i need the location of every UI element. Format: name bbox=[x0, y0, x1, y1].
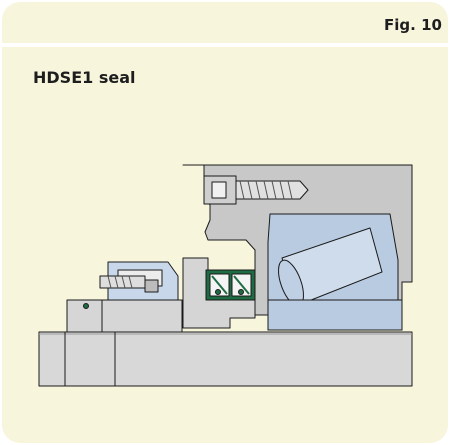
bearing-inner-ring bbox=[267, 299, 403, 331]
shaft bbox=[38, 331, 413, 387]
figure-label: Fig. 10 bbox=[384, 11, 442, 39]
header-divider bbox=[2, 43, 448, 47]
figure-title: HDSE1 seal bbox=[33, 68, 136, 87]
sleeve bbox=[66, 299, 183, 333]
screw-thread bbox=[235, 180, 309, 200]
o-ring-small bbox=[83, 303, 89, 309]
